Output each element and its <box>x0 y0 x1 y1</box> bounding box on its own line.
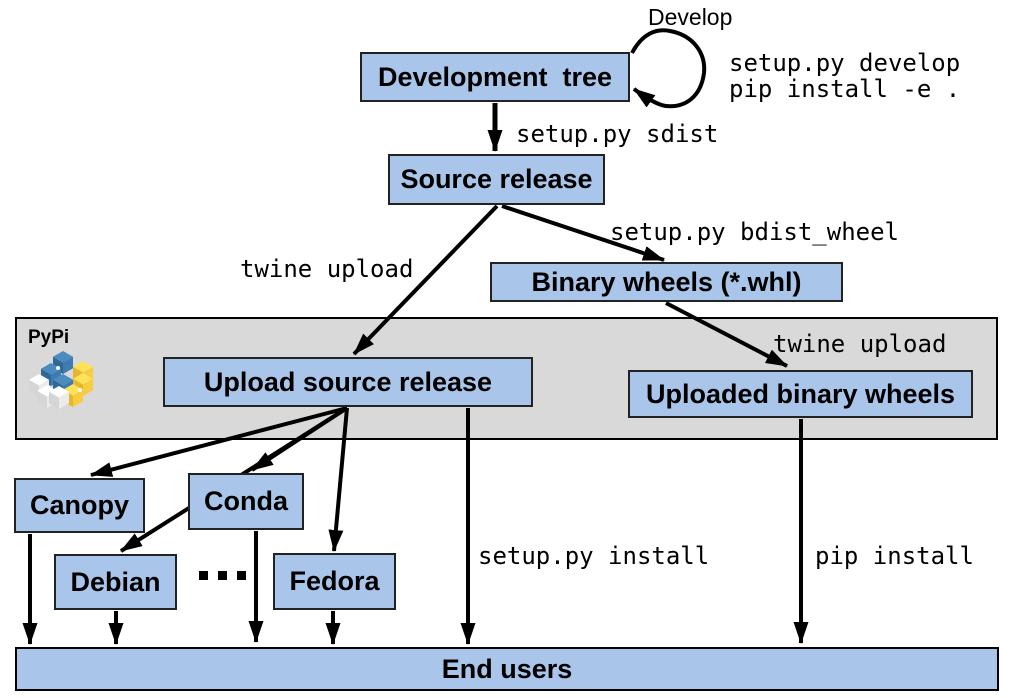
node-development-tree: Development tree <box>360 52 630 102</box>
node-upload-source-release: Upload source release <box>163 357 533 407</box>
node-debian: Debian <box>54 554 177 610</box>
edge-label-develop-commands: setup.py develop pip install -e . <box>729 50 960 102</box>
node-conda: Conda <box>188 473 304 530</box>
node-canopy: Canopy <box>14 478 145 533</box>
arrow-upload-to-fedora <box>328 407 349 552</box>
arrow-twine-upload-source <box>352 204 499 356</box>
edge-label-twine-upload-wheels: twine upload <box>773 330 947 358</box>
arrow-upload-to-canopy <box>90 406 348 477</box>
ellipsis-dots <box>199 571 247 581</box>
node-binary-wheels: Binary wheels (*.whl) <box>490 262 843 302</box>
edge-label-setup-py-install: setup.py install <box>478 542 710 570</box>
arrow-develop-loop <box>630 28 707 109</box>
node-source-release: Source release <box>388 154 605 205</box>
node-end-users: End users <box>15 647 999 691</box>
arrow-bdist-wheel <box>501 204 665 262</box>
edge-label-setup-py-bdist-wheel: setup.py bdist_wheel <box>610 218 899 246</box>
node-fedora: Fedora <box>273 553 396 610</box>
node-uploaded-binary-wheels: Uploaded binary wheels <box>628 370 973 418</box>
arrow-twine-upload-wheels <box>665 301 788 368</box>
pypi-logo-icon <box>29 351 93 409</box>
edge-label-setup-py-sdist: setup.py sdist <box>516 120 719 148</box>
edge-label-develop: Develop <box>648 4 733 30</box>
pypi-label: PyPi <box>28 327 70 348</box>
edge-label-setup-py-develop: setup.py develop <box>729 49 961 77</box>
edge-label-pip-install-editable: pip install -e . <box>729 75 961 103</box>
edge-label-pip-install: pip install <box>815 542 974 570</box>
edge-label-twine-upload-source: twine upload <box>240 255 414 283</box>
